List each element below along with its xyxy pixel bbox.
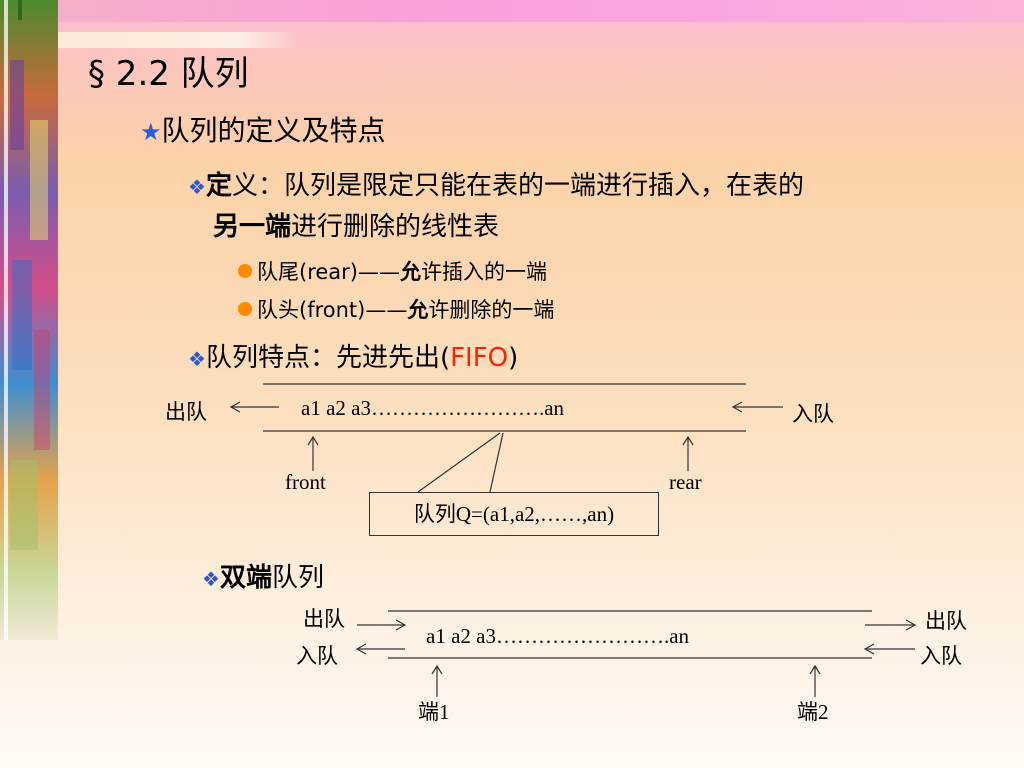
page-title: § 2.2 队列: [88, 54, 249, 94]
star-icon: ★: [140, 118, 162, 146]
front-label: front: [285, 470, 326, 494]
deque-text: 队列: [271, 563, 324, 593]
rear-label: rear: [669, 470, 702, 494]
top-decorative-bar: [0, 0, 1024, 22]
feature-text: 队列特点：先进先出(: [205, 343, 451, 373]
sub-item-rest: 许插入的一端: [420, 260, 547, 284]
sub-item-bold: 允: [407, 298, 429, 322]
definition-text: 义：队列是限定只能在表的一端进行插入，在表的: [231, 171, 804, 201]
sub-item-label: 队头(front)——: [257, 298, 408, 322]
end2-label: 端2: [797, 700, 829, 724]
sub-item-rest: 许删除的一端: [428, 298, 555, 322]
bullet-text: 队列的定义及特点: [161, 114, 386, 147]
definition-term: 定: [205, 171, 232, 201]
definition-bold-end: 另一端: [213, 212, 292, 242]
diamond-icon: ❖: [202, 567, 220, 591]
diamond-icon: ❖: [188, 175, 206, 199]
dequeue-label: 出队: [165, 400, 207, 424]
bullet-dot-icon: [238, 302, 252, 316]
diamond-icon: ❖: [188, 347, 206, 371]
deque-bold: 双端: [219, 563, 272, 593]
deque-left-out-label: 出队: [303, 607, 345, 631]
feature-close: ): [508, 343, 519, 373]
fifo-highlight: FIFO: [450, 343, 509, 373]
queue-feature: ❖队列特点：先进先出(FIFO): [188, 337, 518, 374]
queue-caption-box: 队列Q=(a1,a2,……,an): [369, 492, 659, 536]
deque-right-in-label: 入队: [920, 644, 962, 668]
deque-right-out-label: 出队: [925, 609, 967, 633]
end1-label: 端1: [418, 700, 450, 724]
bullet-dot-icon: [238, 264, 252, 278]
side-decorative-strip: [0, 0, 58, 640]
definition-line1: ❖定义：队列是限定只能在表的一端进行插入，在表的: [188, 165, 804, 202]
deque-heading: ❖双端队列: [202, 557, 324, 594]
bullet-queue-definition: ★队列的定义及特点: [140, 109, 386, 149]
queue-elements: a1 a2 a3…………………….an: [301, 396, 565, 420]
definition-line2: 另一端进行删除的线性表: [213, 206, 499, 243]
sub-item-rear: 队尾(rear)——允许插入的一端: [238, 256, 547, 286]
sub-item-bold: 允: [399, 260, 421, 284]
enqueue-label: 入队: [792, 402, 834, 426]
deque-elements: a1 a2 a3…………………….an: [426, 624, 690, 648]
sub-item-label: 队尾(rear)——: [257, 260, 400, 284]
definition-text-2: 进行删除的线性表: [291, 212, 500, 242]
sub-item-front: 队头(front)——允许删除的一端: [238, 294, 554, 324]
title-highlight-band: [0, 32, 298, 48]
deque-left-in-label: 入队: [296, 644, 338, 668]
